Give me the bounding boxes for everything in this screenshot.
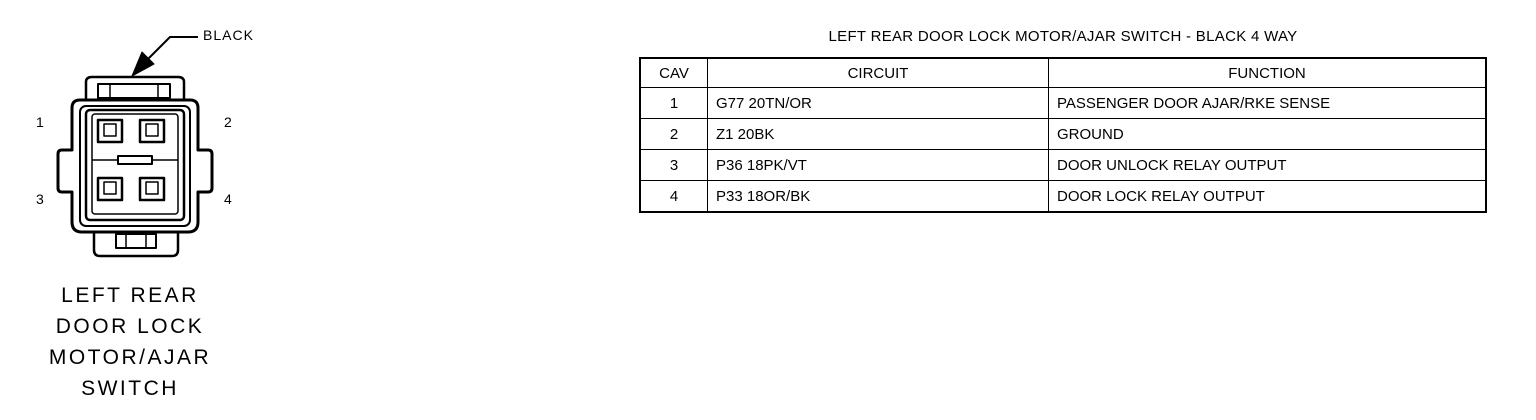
caption-line: DOOR LOCK xyxy=(55,315,205,338)
cavity-2-terminal xyxy=(138,118,166,144)
header-function: FUNCTION xyxy=(1048,57,1487,88)
pin-label-4: 4 xyxy=(224,191,232,207)
cell-circuit: G77 20TN/OR xyxy=(707,87,1049,119)
cell-circuit: Z1 20BK xyxy=(707,118,1049,150)
connector-bottom-tab xyxy=(92,232,180,258)
table-row: 3 P36 18PK/VT DOOR UNLOCK RELAY OUTPUT xyxy=(639,149,1487,181)
color-callout-leader xyxy=(144,36,198,63)
caption-line: MOTOR/AJAR xyxy=(48,346,212,369)
table-row: 4 P33 18OR/BK DOOR LOCK RELAY OUTPUT xyxy=(639,180,1487,213)
pin-label-2: 2 xyxy=(224,114,232,130)
cell-function: DOOR LOCK RELAY OUTPUT xyxy=(1048,180,1487,213)
cavity-3-terminal xyxy=(96,176,124,202)
pin-label-1: 1 xyxy=(36,114,44,130)
caption-line: SWITCH xyxy=(81,377,179,400)
cell-function: GROUND xyxy=(1048,118,1487,150)
cell-circuit: P33 18OR/BK xyxy=(707,180,1049,213)
cell-cav: 3 xyxy=(639,149,708,181)
pin-label-3: 3 xyxy=(36,191,44,207)
connector-face-diagram xyxy=(56,36,214,258)
cell-cav: 2 xyxy=(639,118,708,150)
header-circuit: CIRCUIT xyxy=(707,57,1049,88)
header-cav: CAV xyxy=(639,57,708,88)
cell-cav: 4 xyxy=(639,180,708,213)
pinout-table-title: LEFT REAR DOOR LOCK MOTOR/AJAR SWITCH - … xyxy=(828,28,1298,45)
cell-cav: 1 xyxy=(639,87,708,119)
cavity-1-terminal xyxy=(96,118,124,144)
color-callout-arrowhead xyxy=(131,51,155,77)
table-header-row: CAV CIRCUIT FUNCTION xyxy=(639,57,1487,88)
cavity-4-terminal xyxy=(138,176,166,202)
table-row: 1 G77 20TN/OR PASSENGER DOOR AJAR/RKE SE… xyxy=(639,87,1487,119)
cell-function: DOOR UNLOCK RELAY OUTPUT xyxy=(1048,149,1487,181)
caption-line: LEFT REAR xyxy=(61,284,199,307)
cell-circuit: P36 18PK/VT xyxy=(707,149,1049,181)
connector-top-latch xyxy=(84,75,186,100)
pinout-table: CAV CIRCUIT FUNCTION 1 G77 20TN/OR PASSE… xyxy=(639,57,1487,213)
cell-function: PASSENGER DOOR AJAR/RKE SENSE xyxy=(1048,87,1487,119)
connector-caption: LEFT REAR DOOR LOCK MOTOR/AJAR SWITCH xyxy=(30,280,230,404)
connector-color-callout: BLACK xyxy=(203,27,254,43)
table-row: 2 Z1 20BK GROUND xyxy=(639,118,1487,150)
connector-shell xyxy=(56,98,214,234)
